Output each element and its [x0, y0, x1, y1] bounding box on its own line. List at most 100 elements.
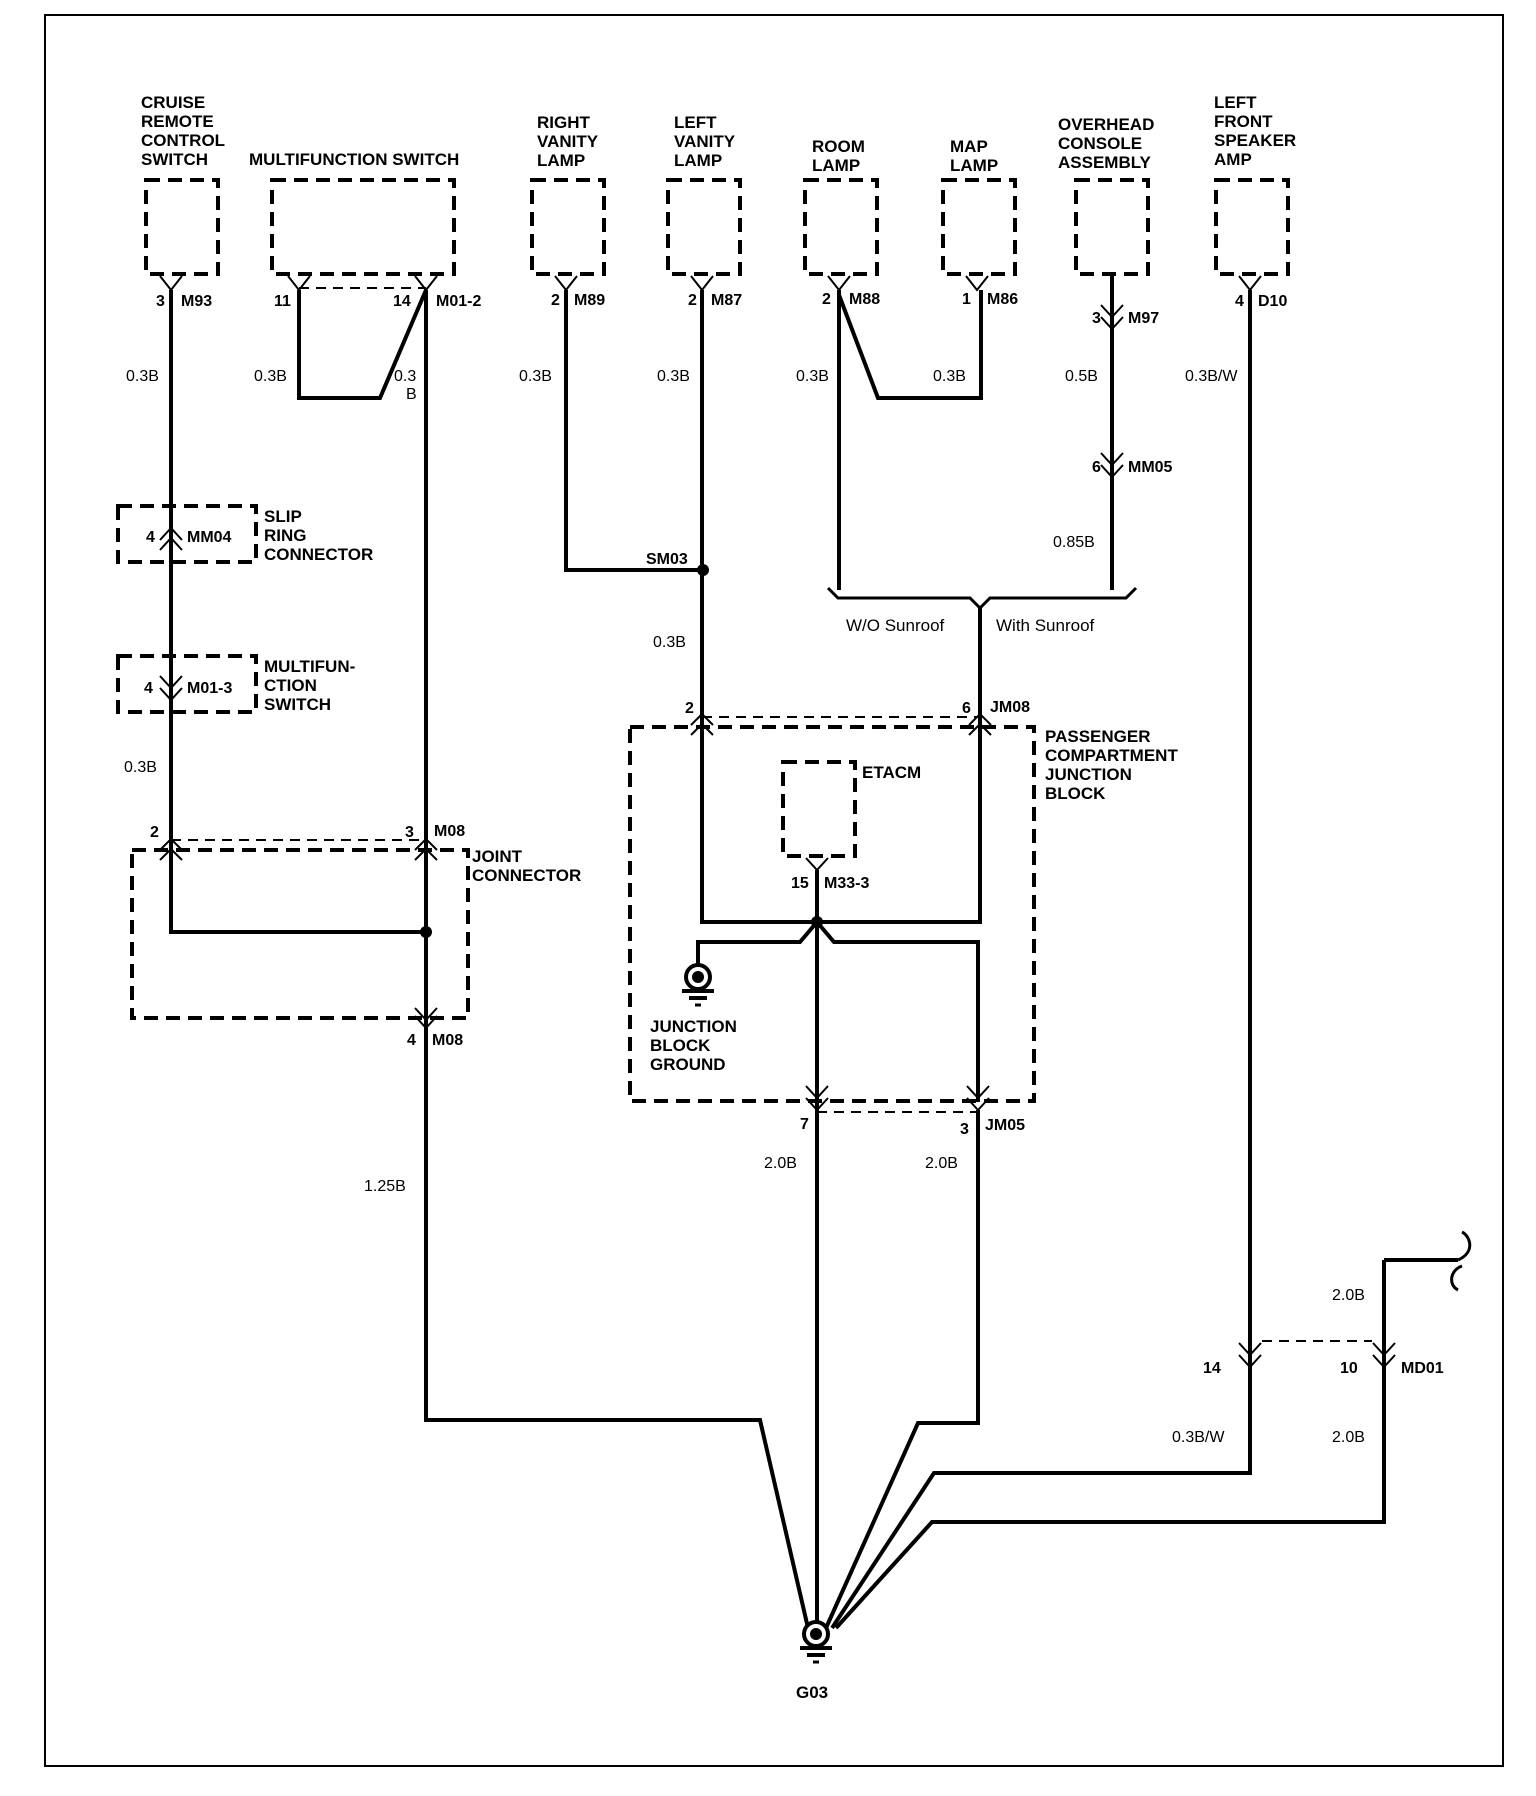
multifunction-switch-box — [270, 178, 456, 276]
svg-text:COMPARTMENT: COMPARTMENT — [1045, 746, 1178, 765]
room-lamp-box — [803, 178, 879, 276]
connector-d10: D10 — [1258, 293, 1287, 310]
wire-label: 0.5B — [1065, 368, 1098, 385]
svg-text:MULTIFUN-: MULTIFUN- — [264, 657, 355, 676]
connector-mm04-symbol — [159, 526, 183, 551]
left-vanity-lamp-label: LEFT VANITY LAMP — [674, 113, 736, 170]
connector-m08-lower: M08 — [432, 1032, 463, 1049]
svg-text:AMP: AMP — [1214, 150, 1252, 169]
connector-m89: M89 — [574, 292, 605, 309]
svg-text:SPEAKER: SPEAKER — [1214, 131, 1296, 150]
wire-jm05-3 — [815, 920, 980, 1102]
wire-label: B — [406, 386, 417, 403]
svg-text:CONNECTOR: CONNECTOR — [472, 866, 581, 885]
connector-m08-3-symbol — [414, 837, 438, 861]
svg-text:RIGHT: RIGHT — [537, 113, 591, 132]
svg-text:FRONT: FRONT — [1214, 112, 1273, 131]
passenger-compartment-junction-block-label: PASSENGER COMPARTMENT JUNCTION BLOCK — [1045, 727, 1178, 803]
sunroof-option-bracket — [826, 586, 1138, 611]
pin-mm05: 6 — [1092, 459, 1101, 476]
connector-md01-14-symbol — [1238, 1342, 1262, 1369]
pin-d10: 4 — [1235, 293, 1244, 310]
connector-jm08-6-symbol — [968, 712, 992, 736]
wire-pcjb-bus — [700, 725, 982, 924]
connector-m08-upper: M08 — [434, 823, 465, 840]
connector-symbols-top — [159, 275, 1262, 292]
connector-m88: M88 — [849, 291, 880, 308]
wire-label: 0.3B — [126, 368, 159, 385]
wire-label: 0.3B/W — [1172, 1429, 1225, 1446]
pin-m01-2-11: 11 — [274, 293, 291, 310]
svg-text:LAMP: LAMP — [812, 156, 860, 175]
cruise-remote-control-switch-label: CRUISE REMOTE CONTROL SWITCH — [141, 93, 225, 169]
connector-m87: M87 — [711, 292, 742, 309]
splice-sm03 — [697, 564, 709, 576]
svg-text:LAMP: LAMP — [950, 156, 998, 175]
wire-label: 0.3B — [519, 368, 552, 385]
svg-text:JUNCTION: JUNCTION — [650, 1017, 737, 1036]
slip-ring-connector-label: SLIP RING CONNECTOR — [264, 507, 373, 564]
wire-label: 0.3B — [657, 368, 690, 385]
svg-text:LEFT: LEFT — [1214, 93, 1257, 112]
splice-sm03-label: SM03 — [646, 551, 688, 568]
pin-m86: 1 — [962, 291, 971, 308]
pin-m89: 2 — [551, 292, 560, 309]
connector-m01-2: M01-2 — [436, 293, 481, 310]
right-vanity-lamp-label: RIGHT VANITY LAMP — [537, 113, 599, 170]
wire-map-lamp — [837, 290, 983, 400]
joint-connector-box — [130, 848, 470, 1020]
pin-jm05-3: 3 — [960, 1121, 969, 1138]
wire-label: 2.0B — [764, 1155, 797, 1172]
pin-jm05-7: 7 — [800, 1116, 809, 1133]
g03-ground-icon — [800, 1620, 832, 1664]
wire-right-vanity — [564, 290, 705, 572]
wire-mf-loop — [297, 289, 428, 400]
left-front-speaker-amp-label: LEFT FRONT SPEAKER AMP — [1214, 93, 1296, 169]
connector-jm08-2-symbol — [690, 712, 714, 736]
connector-m86: M86 — [987, 291, 1018, 308]
pin-m88: 2 — [822, 291, 831, 308]
pin-m93: 3 — [156, 293, 165, 310]
pin-md01-14: 14 — [1203, 1360, 1221, 1377]
splice-joint — [420, 926, 432, 938]
pin-md01-10: 10 — [1340, 1360, 1358, 1377]
connector-md01: MD01 — [1401, 1360, 1444, 1377]
wire-label: 0.3B — [933, 368, 966, 385]
with-sunroof-note: With Sunroof — [996, 616, 1095, 635]
svg-text:CTION: CTION — [264, 676, 317, 695]
overhead-console-box — [1074, 178, 1150, 276]
svg-text:LEFT: LEFT — [674, 113, 717, 132]
wire-label: 0.85B — [1053, 534, 1095, 551]
svg-text:VANITY: VANITY — [674, 132, 736, 151]
connector-jm05: JM05 — [985, 1117, 1025, 1134]
multifunction-switch-connector-label: MULTIFUN- CTION SWITCH — [264, 657, 355, 714]
wire-md01-g03 — [834, 1352, 1386, 1630]
pin-m01-2-14: 14 — [393, 293, 411, 310]
svg-text:REMOTE: REMOTE — [141, 112, 214, 131]
svg-text:VANITY: VANITY — [537, 132, 599, 151]
svg-text:RING: RING — [264, 526, 307, 545]
connector-mm05-symbol — [1100, 452, 1124, 479]
svg-text:BLOCK: BLOCK — [1045, 784, 1106, 803]
connector-m33-3-symbol — [805, 857, 829, 872]
svg-text:SLIP: SLIP — [264, 507, 302, 526]
wire-label: 2.0B — [1332, 1429, 1365, 1446]
svg-text:MAP: MAP — [950, 137, 988, 156]
speaker-amp-box — [1214, 178, 1290, 276]
svg-text:SWITCH: SWITCH — [141, 150, 208, 169]
svg-text:JUNCTION: JUNCTION — [1045, 765, 1132, 784]
svg-text:BLOCK: BLOCK — [650, 1036, 711, 1055]
passenger-compartment-junction-block-box — [628, 725, 1036, 1103]
svg-text:SWITCH: SWITCH — [264, 695, 331, 714]
connector-jm08: JM08 — [990, 699, 1030, 716]
connector-m97: M97 — [1128, 310, 1159, 327]
wire-label: 2.0B — [925, 1155, 958, 1172]
pin-jm08-6: 6 — [962, 700, 971, 717]
svg-text:CONTROL: CONTROL — [141, 131, 225, 150]
pin-m08-2: 2 — [150, 824, 159, 841]
left-vanity-lamp-box — [666, 178, 742, 276]
overhead-console-assembly-label: OVERHEAD CONSOLE ASSEMBLY — [1058, 115, 1154, 172]
pin-jm08-2: 2 — [685, 700, 694, 717]
svg-text:CONSOLE: CONSOLE — [1058, 134, 1142, 153]
g03-label: G03 — [796, 1683, 828, 1702]
